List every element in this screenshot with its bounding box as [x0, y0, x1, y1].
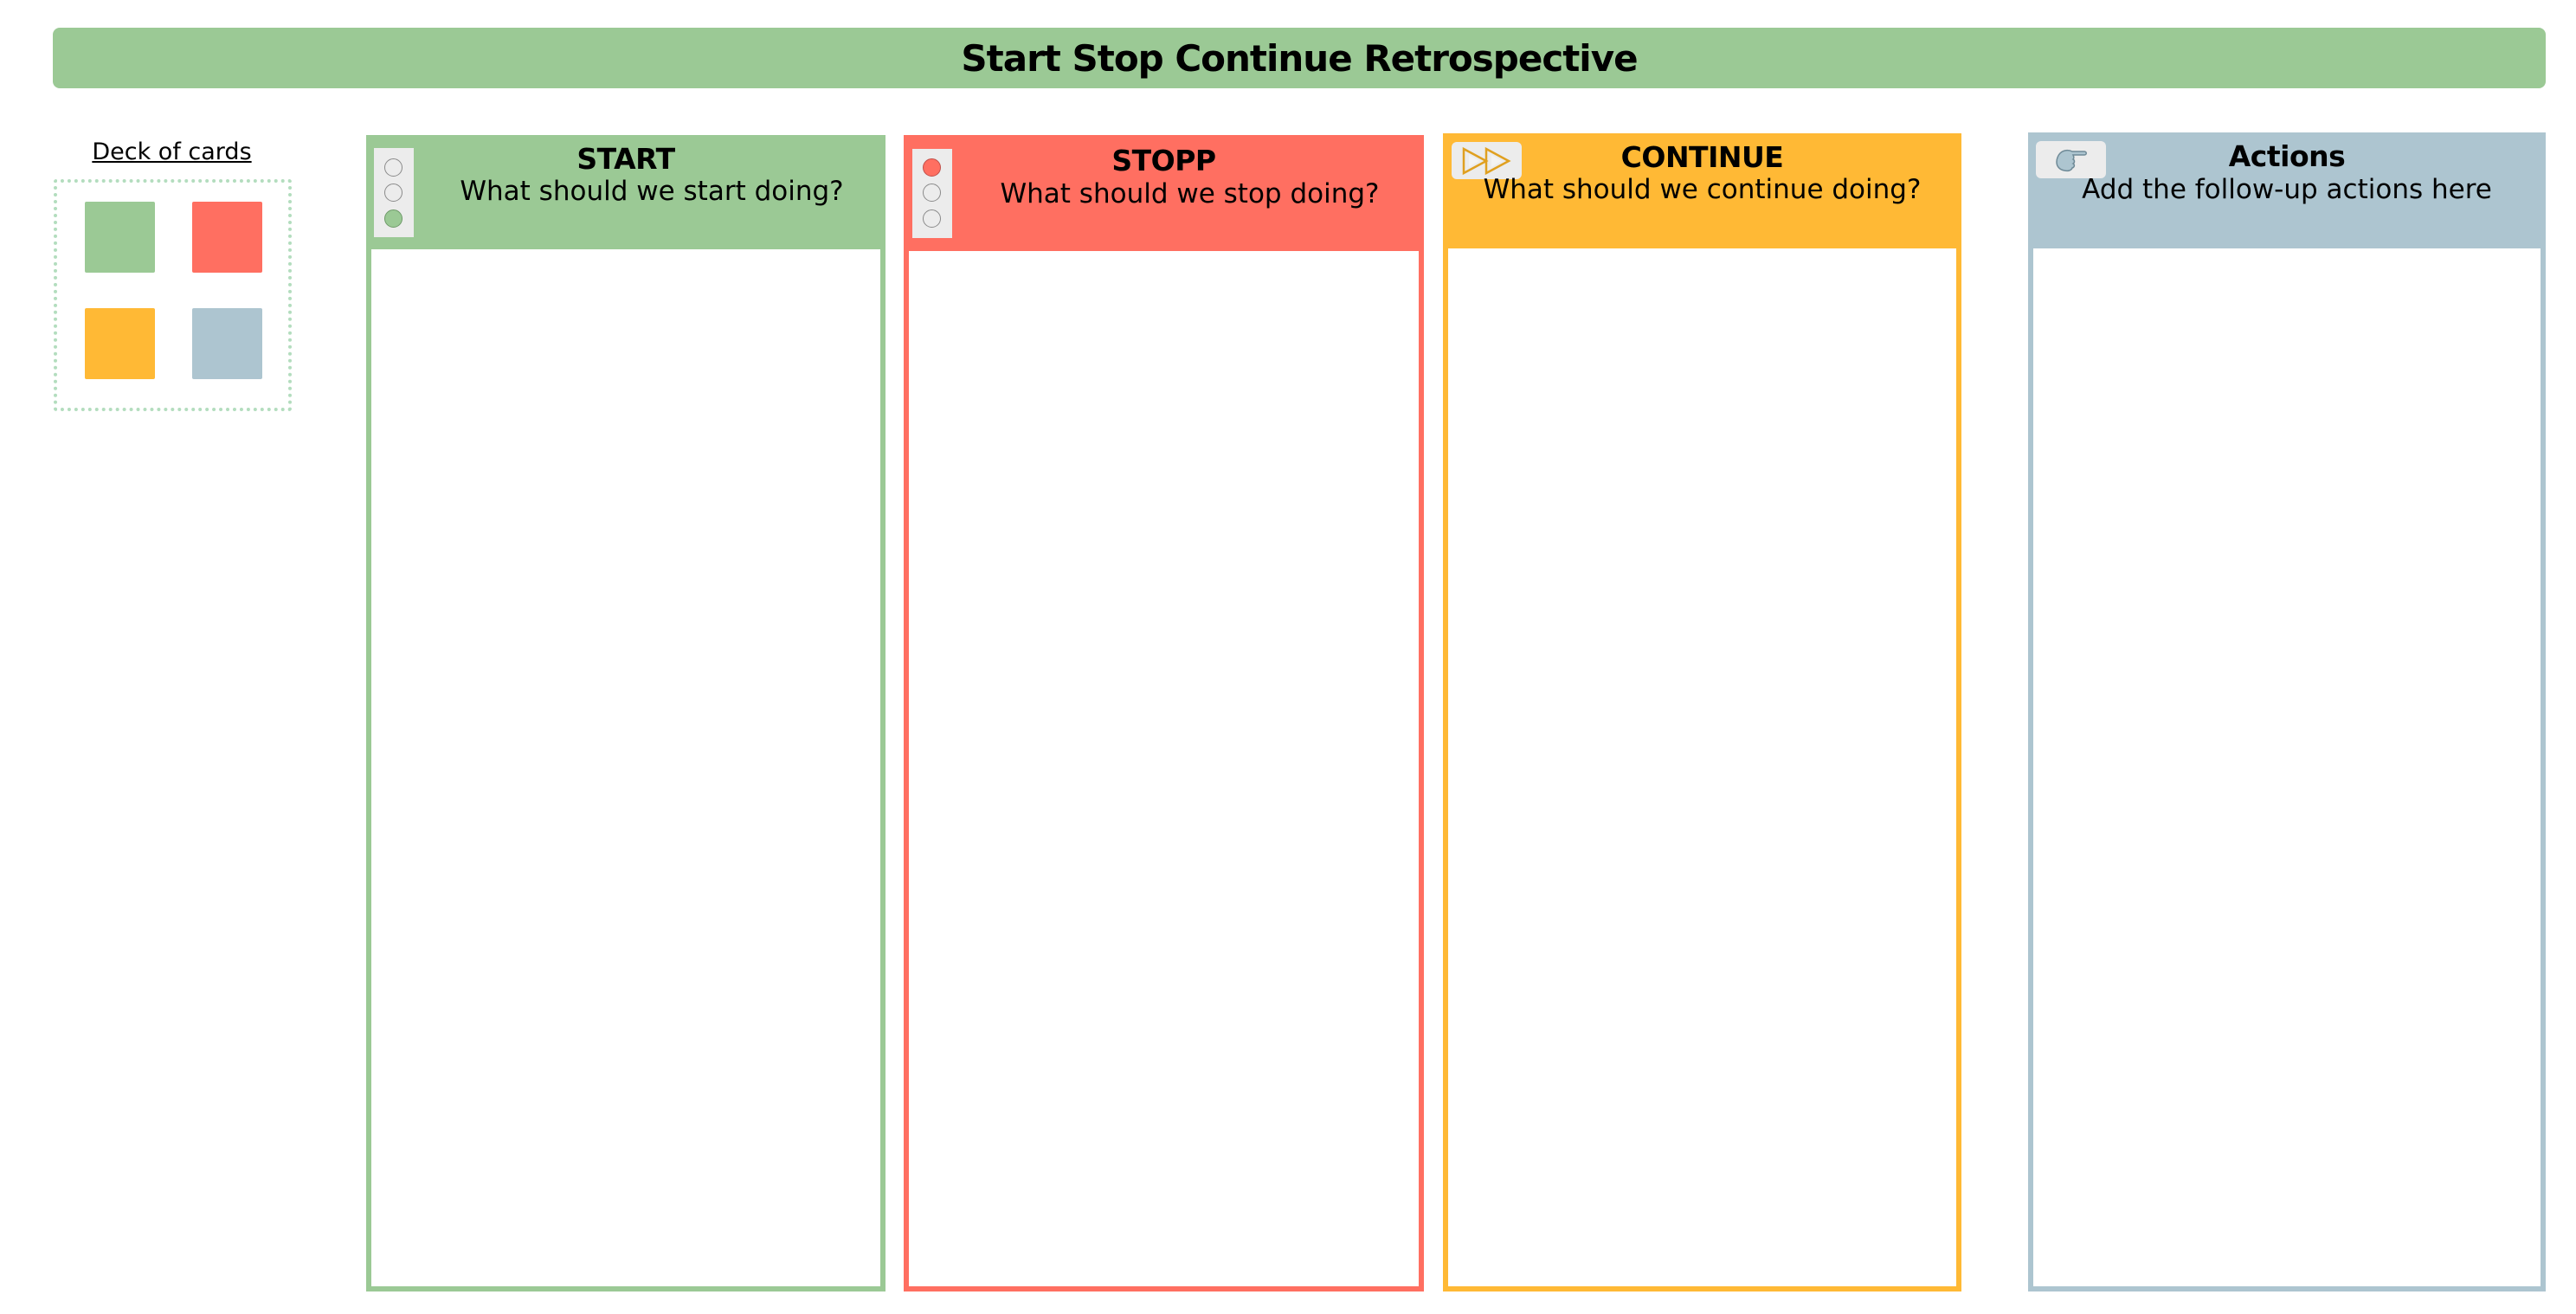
- column-start: START What should we start doing?: [366, 135, 886, 1291]
- light-off-icon: [384, 158, 402, 177]
- red-card[interactable]: [192, 202, 262, 273]
- column-stop-subtitle: What should we stop doing?: [1000, 178, 1380, 209]
- column-stop-header: STOPP What should we stop doing?: [904, 135, 1424, 251]
- column-start-subtitle: What should we start doing?: [460, 176, 844, 207]
- column-actions-drop-area[interactable]: [2033, 248, 2541, 1286]
- board-title: Start Stop Continue Retrospective: [961, 36, 1638, 80]
- column-actions-subtitle: Add the follow-up actions here: [2082, 174, 2492, 205]
- deck-of-cards: [54, 179, 292, 411]
- column-stop-title: STOPP: [1111, 144, 1216, 177]
- column-actions-header: Actions Add the follow-up actions here: [2028, 132, 2546, 248]
- title-banner: Start Stop Continue Retrospective: [53, 28, 2546, 88]
- column-actions: Actions Add the follow-up actions here: [2028, 132, 2546, 1291]
- yellow-card[interactable]: [85, 308, 155, 379]
- column-continue-header: CONTINUE What should we continue doing?: [1443, 133, 1961, 248]
- column-stop: STOPP What should we stop doing?: [904, 135, 1424, 1291]
- column-start-header: START What should we start doing?: [366, 135, 886, 249]
- light-off-icon: [923, 184, 941, 202]
- traffic-light-red-icon: [912, 149, 952, 238]
- light-red-icon: [923, 158, 941, 177]
- column-continue-drop-area[interactable]: [1448, 248, 1956, 1286]
- pointing-hand-icon: [2036, 141, 2106, 178]
- deck-label: Deck of cards: [92, 138, 252, 165]
- column-start-drop-area[interactable]: [371, 249, 880, 1286]
- traffic-light-green-icon: [374, 148, 414, 237]
- column-actions-title: Actions: [2228, 139, 2346, 173]
- light-off-icon: [384, 184, 402, 202]
- column-continue-title: CONTINUE: [1620, 140, 1784, 174]
- fast-forward-icon: [1452, 142, 1522, 179]
- light-off-icon: [923, 209, 941, 228]
- green-card[interactable]: [85, 202, 155, 273]
- column-continue-subtitle: What should we continue doing?: [1483, 174, 1922, 205]
- light-green-icon: [384, 209, 402, 228]
- column-stop-drop-area[interactable]: [909, 251, 1419, 1286]
- blue-card[interactable]: [192, 308, 262, 379]
- column-start-title: START: [576, 142, 675, 176]
- column-continue: CONTINUE What should we continue doing?: [1443, 133, 1961, 1291]
